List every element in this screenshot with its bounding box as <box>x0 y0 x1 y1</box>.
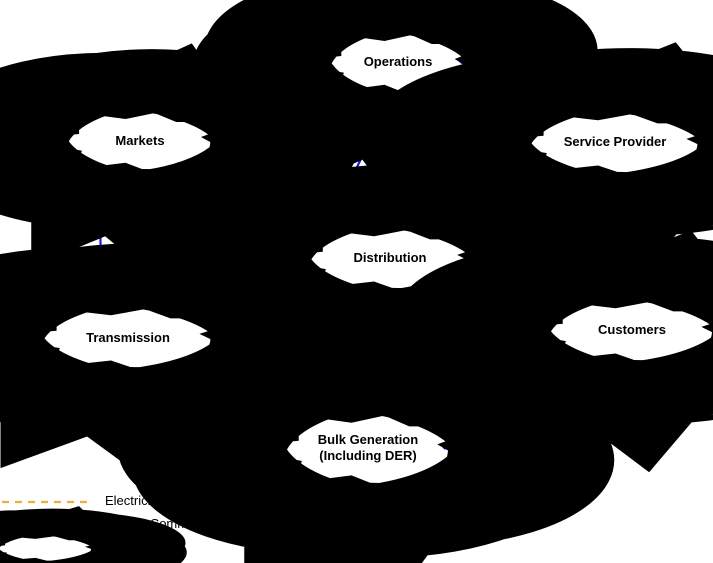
legend-electricity-label: Electricity Flows <box>105 493 199 508</box>
domain-label: Customers <box>598 322 666 337</box>
legend: Electricity Flows Secure Communication F… <box>0 493 278 562</box>
domain-label: Distribution <box>354 250 427 265</box>
legend-domain-cloud-icon <box>0 535 92 562</box>
domain-label: Operations <box>364 54 433 69</box>
domain-label: Markets <box>115 133 164 148</box>
domain-markets[interactable]: Markets <box>65 109 211 171</box>
domain-label: Transmission <box>86 330 170 345</box>
domain-service-provider[interactable]: Service Provider <box>527 110 698 174</box>
domain-label-line1: Bulk Generation <box>318 432 418 447</box>
domain-operations[interactable]: Operations <box>328 31 464 93</box>
domain-label-line2: (Including DER) <box>319 448 417 463</box>
domain-distribution[interactable]: Distribution <box>308 226 469 290</box>
domain-transmission[interactable]: Transmission <box>40 305 211 369</box>
domain-bulk-generation[interactable]: Bulk Generation (Including DER) <box>283 411 449 486</box>
domain-customers[interactable]: Customers <box>547 298 713 362</box>
domain-label: Service Provider <box>564 134 667 149</box>
legend-domain-label: Domain <box>105 541 150 556</box>
